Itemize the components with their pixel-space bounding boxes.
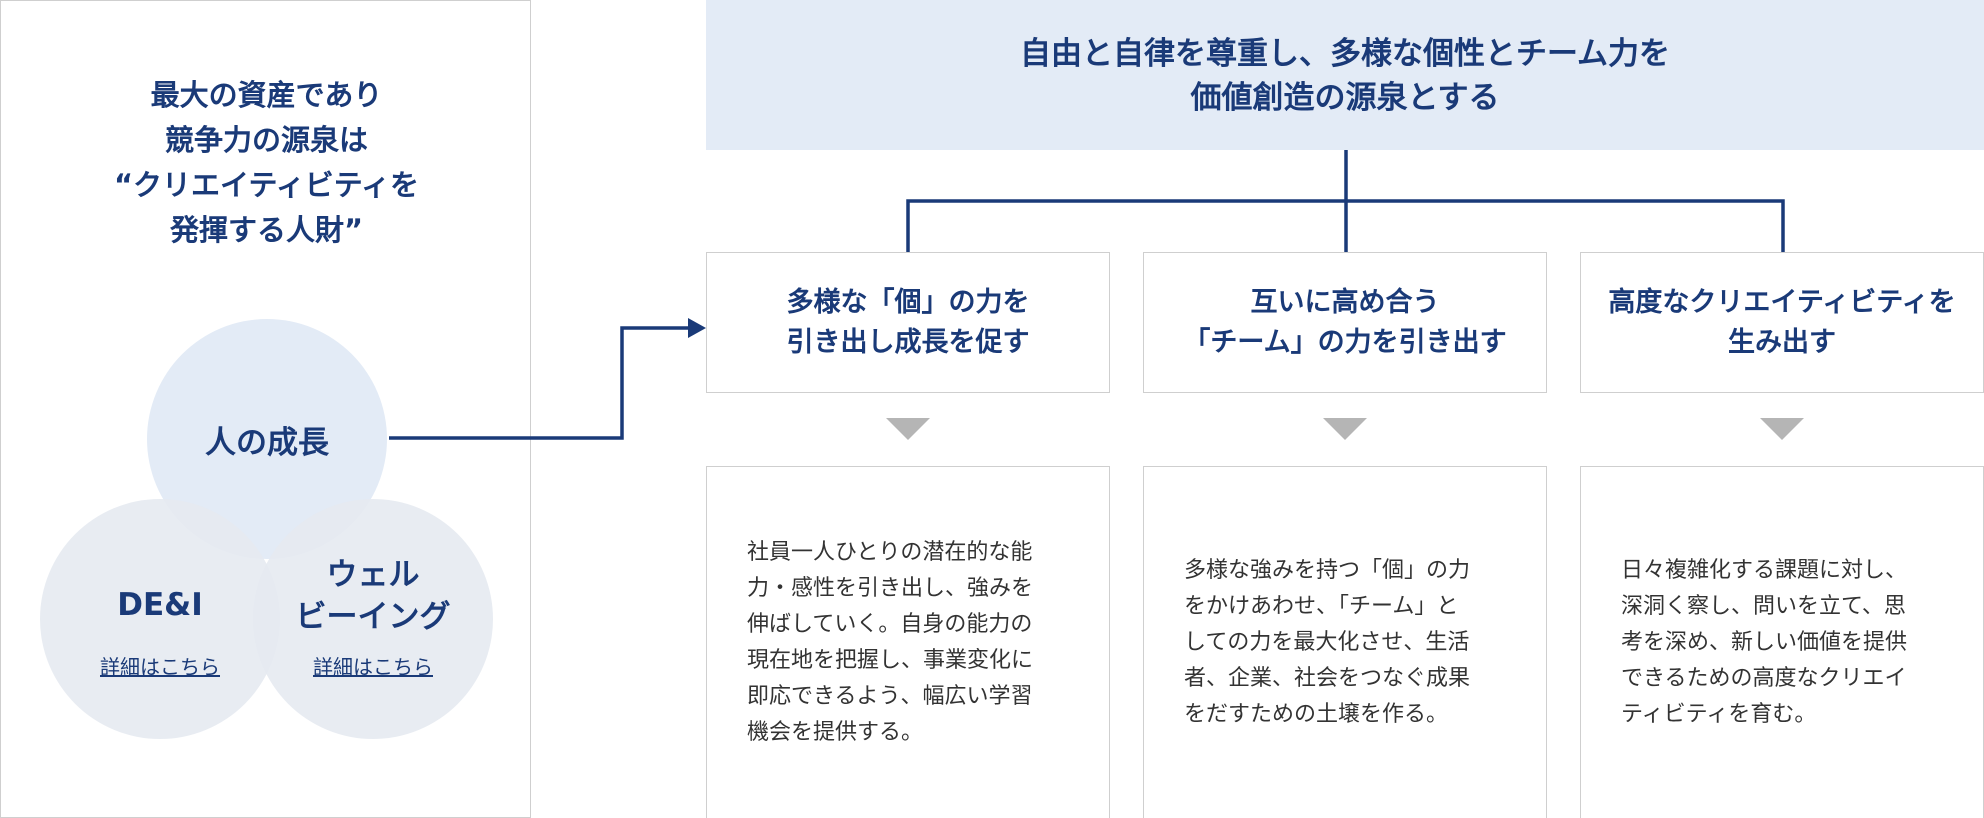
desc-line: 深洞く察し、問いを立て、思: [1621, 594, 1906, 619]
pillar-team: 互いに高め合う 「チーム」の力を引き出す: [1143, 252, 1547, 393]
dei-details-link[interactable]: 詳細はこちら: [100, 655, 220, 679]
desc-line: 機会を提供する。: [747, 720, 924, 745]
down-triangle-icon: [886, 418, 930, 440]
desc-line: 者、企業、社会をつなぐ成果: [1184, 666, 1471, 691]
pillar-creativity: 高度なクリエイティビティを 生み出す: [1580, 252, 1984, 393]
pillar-title-line: 互いに高め合う: [1250, 287, 1440, 318]
down-triangle-icon: [1323, 418, 1367, 440]
desc-text: 日々複雑化する課題に対し、 深洞く察し、問いを立て、思 考を深め、新しい価値を提…: [1621, 553, 1951, 733]
wellbeing-line: ウェル: [326, 557, 420, 593]
pillar-branch: [906, 199, 1785, 252]
banner-line: 自由と自律を尊重し、多様な個性とチーム力を: [1019, 36, 1671, 72]
left-title-line: “クリエイティビティを: [114, 168, 419, 202]
desc-line: 日々複雑化する課題に対し、: [1621, 558, 1908, 583]
desc-line: 社員一人ひとりの潜在的な能: [747, 540, 1033, 565]
venn-diagram: [40, 319, 493, 739]
wellbeing-details-link[interactable]: 詳細はこちら: [313, 655, 433, 679]
pillar-title-line: 生み出す: [1728, 327, 1836, 358]
left-panel-title: 最大の資産であり 競争力の源泉は “クリエイティビティを 発揮する人財”: [1, 73, 532, 253]
pillar-title-line: 多様な「個」の力を: [786, 287, 1030, 318]
left-panel: 最大の資産であり 競争力の源泉は “クリエイティビティを 発揮する人財” 人の成…: [0, 0, 531, 818]
desc-line: をかけあわせ、「チーム」と: [1184, 594, 1459, 619]
venn-circle-dei: [40, 499, 280, 739]
wellbeing-line: ビーイング: [295, 599, 451, 635]
venn-circle-wellbeing: [253, 499, 493, 739]
growth-arrow-head: [688, 318, 706, 338]
desc-line: 考を深め、新しい価値を提供: [1621, 630, 1908, 655]
vision-banner: 自由と自律を尊重し、多様な個性とチーム力を 価値創造の源泉とする: [706, 0, 1984, 150]
desc-line: ティビティを育む。: [1621, 702, 1817, 727]
desc-line: しての力を最大化させ、生活: [1184, 630, 1470, 655]
pillar-title-line: 高度なクリエイティビティを: [1608, 287, 1956, 318]
desc-line: できるための高度なクリエイ: [1621, 666, 1907, 691]
desc-text: 社員一人ひとりの潜在的な能 力・感性を引き出し、強みを 伸ばしていく。自身の能力…: [747, 535, 1077, 751]
venn-label-growth: 人の成長: [205, 425, 329, 461]
left-title-line: 最大の資産であり: [150, 78, 383, 112]
desc-text: 多様な強みを持つ「個」の力 をかけあわせ、「チーム」と しての力を最大化させ、生…: [1184, 553, 1514, 733]
pillar-individual: 多様な「個」の力を 引き出し成長を促す: [706, 252, 1110, 393]
desc-line: をだすための土壌を作る。: [1184, 702, 1449, 727]
desc-team: 多様な強みを持つ「個」の力 をかけあわせ、「チーム」と しての力を最大化させ、生…: [1143, 466, 1547, 818]
desc-line: 多様な強みを持つ「個」の力: [1184, 558, 1471, 583]
desc-line: 現在地を把握し、事業変化に: [747, 648, 1034, 673]
left-title-line: 発揮する人財”: [169, 213, 364, 247]
desc-line: 即応できるよう、幅広い学習: [747, 684, 1033, 709]
desc-creativity: 日々複雑化する課題に対し、 深洞く察し、問いを立て、思 考を深め、新しい価値を提…: [1580, 466, 1984, 818]
left-title-line: 競争力の源泉は: [164, 123, 368, 157]
banner-line: 価値創造の源泉とする: [1190, 80, 1500, 116]
desc-line: 伸ばしていく。自身の能力の: [747, 612, 1033, 637]
pillar-title-line: 引き出し成長を促す: [786, 327, 1030, 358]
desc-line: 力・感性を引き出し、強みを: [747, 576, 1034, 601]
venn-circle-growth: [147, 319, 387, 559]
pillar-title-line: 「チーム」の力を引き出す: [1183, 327, 1507, 358]
desc-individual: 社員一人ひとりの潜在的な能 力・感性を引き出し、強みを 伸ばしていく。自身の能力…: [706, 466, 1110, 818]
down-triangle-icon: [1760, 418, 1804, 440]
venn-label-wellbeing: ウェル ビーイング: [273, 554, 473, 638]
venn-label-dei: DE&I: [117, 587, 203, 623]
